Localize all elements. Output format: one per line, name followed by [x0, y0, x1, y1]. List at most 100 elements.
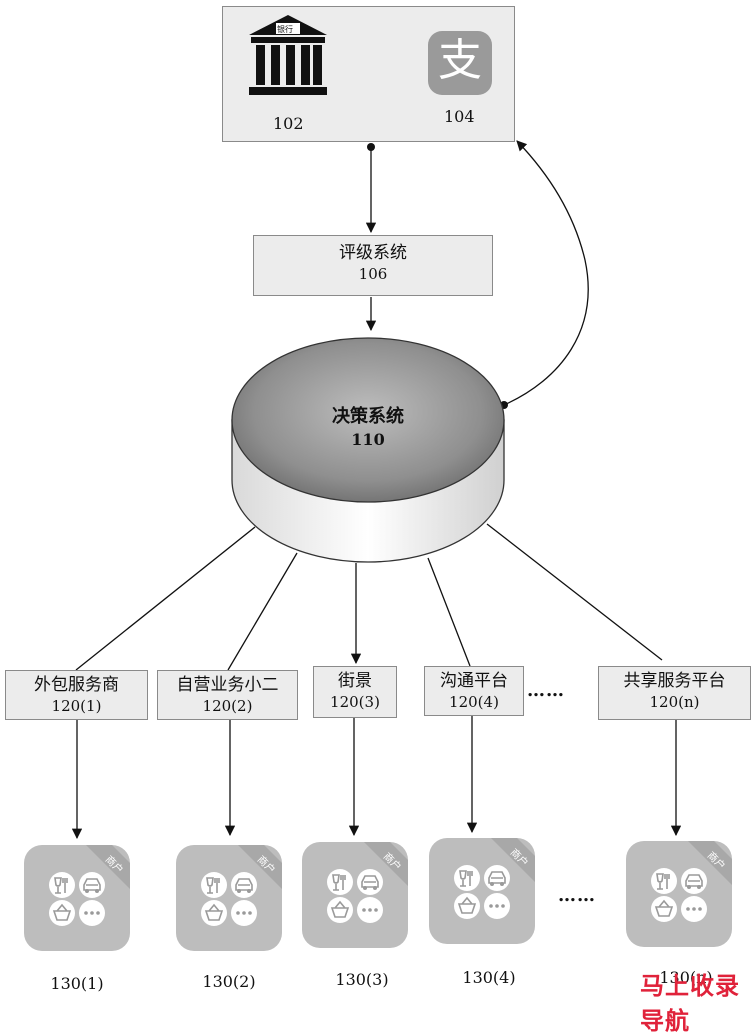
channel-ellipsis: ……	[527, 680, 565, 701]
more-dot	[374, 908, 378, 912]
bank-label: 102	[273, 114, 304, 133]
car-wheel	[490, 882, 494, 886]
car-wheel	[373, 886, 377, 890]
fork-icon	[214, 878, 220, 893]
wine-icon	[656, 873, 664, 890]
edge-decision-to-ch4	[427, 557, 471, 667]
merchant-glyph: 商户	[454, 838, 535, 919]
more-dot	[236, 911, 240, 915]
connector-layer	[71, 140, 682, 840]
car-icon	[83, 878, 101, 891]
more-dot	[489, 904, 493, 908]
channel-number: 120(4)	[449, 693, 499, 711]
merchant-sub-icon	[49, 900, 75, 926]
merchant-label-3: 130(3)	[335, 970, 389, 989]
merchant-label-n: 130(n)	[659, 968, 713, 987]
merchant-sub-icon	[201, 872, 227, 898]
wine-icon	[54, 877, 62, 894]
car-wheel	[500, 882, 504, 886]
decision-disk-top	[231, 337, 505, 503]
merchant-ellipsis: ……	[558, 885, 596, 906]
merchant-sub-icon	[201, 900, 227, 926]
more-dot	[368, 908, 372, 912]
merchant-corner-tag	[364, 842, 408, 886]
fork-icon	[664, 874, 670, 889]
more-dot	[90, 911, 94, 915]
fork-icon	[340, 875, 346, 890]
channel-box-n: 共享服务平台 120(n)	[598, 666, 751, 720]
bank-icon	[249, 15, 327, 95]
more-dot	[495, 904, 499, 908]
car-icon	[361, 875, 379, 888]
more-dot	[96, 911, 100, 915]
car-wheel	[363, 886, 367, 890]
merchant-label-2: 130(2)	[202, 972, 256, 991]
channel-number: 120(2)	[202, 697, 253, 715]
more-dot	[248, 911, 252, 915]
rating-title: 评级系统	[339, 243, 407, 263]
merchant-glyph: 商户	[651, 841, 732, 922]
merchant-sub-icon	[327, 897, 353, 923]
channel-title: 沟通平台	[440, 671, 508, 691]
payment-glyph: 支	[438, 35, 482, 86]
car-wheel	[85, 889, 89, 893]
car-icon	[235, 878, 253, 891]
basket-icon	[204, 903, 224, 921]
basket-icon	[330, 900, 350, 918]
merchant-corner-tag	[238, 845, 282, 889]
channel-box-3: 街景 120(3)	[313, 666, 397, 718]
rating-number: 106	[358, 265, 388, 283]
wine-icon	[206, 877, 214, 894]
merchant-glyph: 商户	[327, 842, 408, 923]
channel-number: 120(1)	[51, 697, 102, 715]
more-dot	[242, 911, 246, 915]
decision-title: 决策系统	[332, 406, 404, 427]
wine-icon	[332, 874, 340, 891]
merchant-sub-icon	[454, 893, 480, 919]
merchant-corner-tag	[688, 841, 732, 885]
channel-title: 共享服务平台	[623, 671, 726, 691]
merchant-glyph: 商户	[49, 845, 130, 926]
merchant-label-4: 130(4)	[462, 968, 516, 987]
wine-icon	[459, 870, 467, 887]
edge-decision-to-top	[503, 140, 589, 406]
bank-sign-text: 银行	[277, 25, 293, 34]
channel-box-4: 沟通平台 120(4)	[424, 666, 524, 716]
car-icon	[685, 874, 703, 887]
car-icon	[488, 871, 506, 884]
more-dot	[686, 907, 690, 911]
institutions-box: 银行 102 支 104	[222, 6, 515, 142]
channel-number: 120(3)	[330, 693, 380, 711]
merchant-sub-icon	[651, 868, 677, 894]
basket-icon	[654, 899, 674, 917]
car-wheel	[95, 889, 99, 893]
payment-app-icon: 支	[428, 31, 492, 95]
edge-decision-to-ch1	[75, 526, 256, 671]
fork-icon	[62, 878, 68, 893]
car-wheel	[697, 885, 701, 889]
channel-title: 外包服务商	[34, 675, 119, 695]
payment-label: 104	[444, 107, 475, 126]
channel-box-2: 自营业务小二 120(2)	[157, 670, 298, 720]
merchant-corner-tag	[86, 845, 130, 889]
edge-dot	[367, 143, 375, 151]
fork-icon	[467, 871, 473, 886]
edge-decision-to-chn	[486, 523, 663, 661]
more-dot	[84, 911, 88, 915]
edge-decision-to-ch2	[227, 552, 298, 671]
basket-icon	[457, 896, 477, 914]
more-dot	[501, 904, 505, 908]
merchant-glyph: 商户	[201, 845, 282, 926]
channel-number: 120(n)	[649, 693, 700, 711]
decision-number: 110	[351, 430, 385, 449]
more-dot	[692, 907, 696, 911]
channel-title: 街景	[338, 671, 372, 691]
car-wheel	[247, 889, 251, 893]
car-wheel	[237, 889, 241, 893]
merchant-sub-icon	[651, 896, 677, 922]
merchant-sub-icon	[454, 865, 480, 891]
more-dot	[698, 907, 702, 911]
watermark-logo: 马上收录导航	[640, 972, 740, 1035]
